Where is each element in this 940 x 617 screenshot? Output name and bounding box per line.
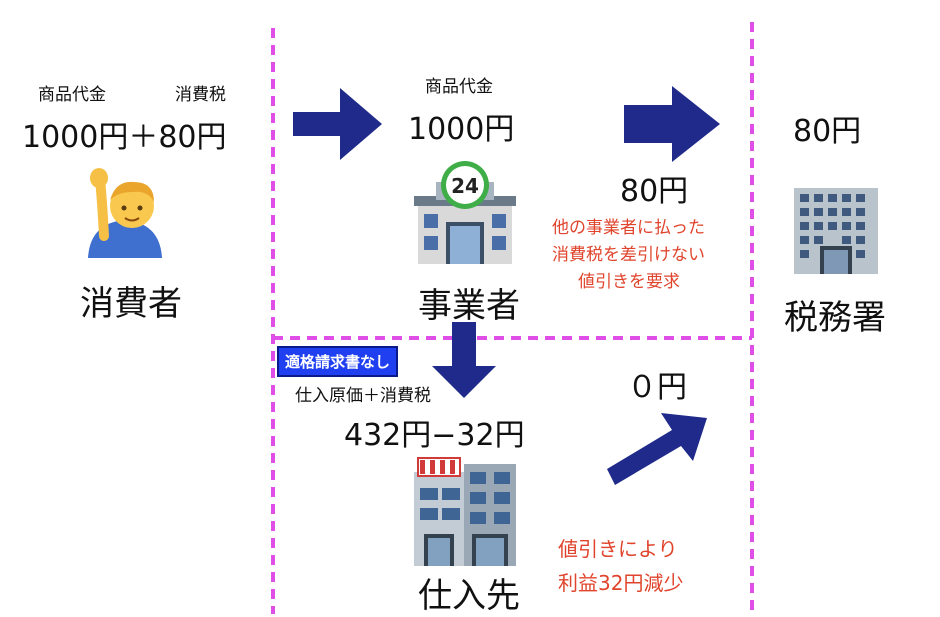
- arrow-business-to-tax-office: [624, 86, 720, 162]
- business-name: 事業者: [418, 286, 520, 326]
- department-store-icon: [414, 457, 516, 566]
- no-qualified-invoice-badge: 適格請求書なし: [277, 346, 399, 377]
- supplier-note-line-1: 値引きにより: [558, 537, 678, 561]
- tax-office-name: 税務署: [784, 298, 886, 338]
- supplier-cost-label: 仕入原価＋消費税: [295, 386, 431, 406]
- office-building-icon: [794, 188, 878, 274]
- svg-text:24: 24: [451, 174, 479, 198]
- supplier-price: 432円−32円: [344, 418, 525, 453]
- supplier-note-line-2: 利益32円減少: [558, 571, 684, 595]
- business-note-line-1: 他の事業者に払った: [552, 218, 705, 238]
- consumer-product-price-label: 商品代金: [38, 85, 106, 105]
- business-note-line-2: 消費税を差引けない: [552, 245, 705, 265]
- business-price: 1000円: [408, 112, 515, 147]
- convenience-store-icon: 24: [414, 161, 516, 264]
- consumer-name: 消費者: [80, 284, 182, 324]
- business-tax-amount: 80円: [620, 174, 689, 209]
- business-product-price-label: 商品代金: [425, 77, 493, 97]
- consumer-tax-label: 消費税: [175, 85, 226, 105]
- arrow-supplier-to-zero: [607, 413, 707, 485]
- consumer-price: 1000円＋80円: [22, 120, 227, 155]
- supplier-name: 仕入先: [418, 576, 520, 616]
- person-raising-hand-icon: [88, 168, 162, 258]
- tax-office-amount: 80円: [793, 114, 862, 149]
- business-note-line-3: 値引きを要求: [578, 272, 680, 292]
- arrow-consumer-to-business: [293, 88, 382, 160]
- arrow-business-to-supplier: [432, 322, 496, 398]
- zero-yen: ０円: [627, 370, 687, 405]
